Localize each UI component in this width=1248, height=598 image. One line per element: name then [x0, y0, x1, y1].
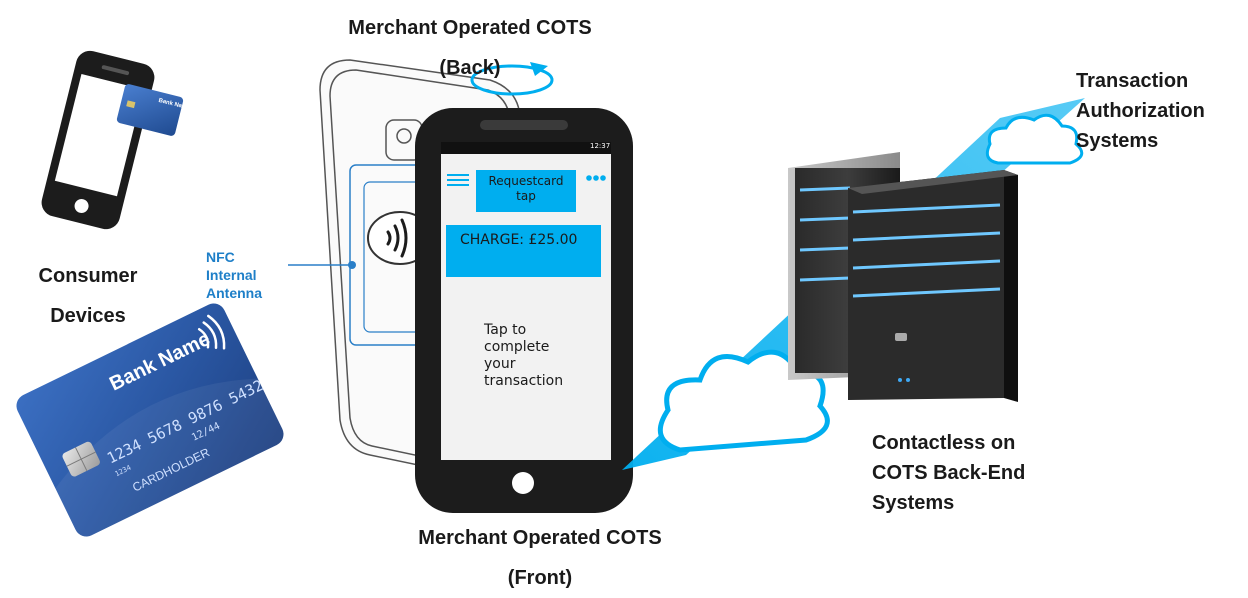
nfc-symbol-icon	[386, 218, 408, 258]
nfc-antenna-label: NFC Internal Antenna	[206, 248, 262, 302]
server-logo	[895, 333, 907, 341]
front-phone	[415, 108, 633, 513]
request-line-2: tap	[516, 189, 536, 203]
consumer-phone: Bank Name	[41, 50, 192, 230]
tap-instructions: Tap to complete your transaction	[484, 322, 563, 390]
server-rack-front	[848, 170, 1018, 402]
backend-line-1: Contactless on	[872, 432, 1016, 454]
charge-panel	[446, 225, 601, 277]
contactless-icon	[197, 314, 226, 350]
consumer-line-2: Devices	[50, 305, 126, 327]
cloud-icon-upper	[985, 113, 1084, 165]
more-icon	[586, 175, 606, 181]
cloud-icon-lower	[657, 349, 830, 453]
request-card-tap-label[interactable]: Requestcard tap	[476, 174, 576, 204]
consumer-line-1: Consumer	[38, 265, 138, 287]
transaction-authorization-label: Transaction Authorization Systems	[1076, 66, 1205, 156]
tap-line-2: complete	[484, 339, 550, 355]
auth-line-2: Authorization	[1076, 100, 1205, 122]
tap-line-3: your	[484, 356, 516, 372]
request-card-tap-button	[476, 170, 576, 212]
nfc-leader-line	[288, 261, 356, 269]
backend-systems-label: Contactless on COTS Back-End Systems	[872, 428, 1025, 518]
backend-line-2: COTS Back-End	[872, 462, 1026, 484]
backend-line-3: Systems	[872, 492, 955, 514]
credit-card: Bank Name 1234 5678 9876 5432 1234 12/44…	[16, 303, 288, 541]
menu-icon	[447, 174, 469, 186]
consumer-devices-label: Consumer Devices	[18, 256, 158, 336]
front-title: Merchant Operated COTS	[418, 527, 662, 549]
nfc-line-1: NFC	[206, 249, 235, 265]
tap-line-4: transaction	[484, 373, 564, 389]
auth-line-1: Transaction	[1076, 70, 1189, 92]
nfc-line-2: Internal	[206, 267, 257, 283]
charge-amount: CHARGE: £25.00	[460, 232, 578, 248]
back-title: Merchant Operated COTS	[348, 17, 592, 39]
status-time: 12:37	[590, 142, 611, 150]
back-phone-label: Merchant Operated COTS (Back)	[300, 8, 640, 88]
request-line-1: Requestcard	[488, 174, 564, 188]
back-sub: (Back)	[439, 57, 501, 79]
front-sub: (Front)	[507, 567, 573, 589]
home-button	[512, 472, 534, 494]
nfc-line-3: Antenna	[206, 285, 262, 301]
auth-line-3: Systems	[1076, 130, 1159, 152]
tap-line-1: Tap to	[484, 322, 527, 338]
front-phone-label: Merchant Operated COTS (Front)	[370, 518, 710, 598]
rotate-arrow-icon	[470, 62, 554, 96]
